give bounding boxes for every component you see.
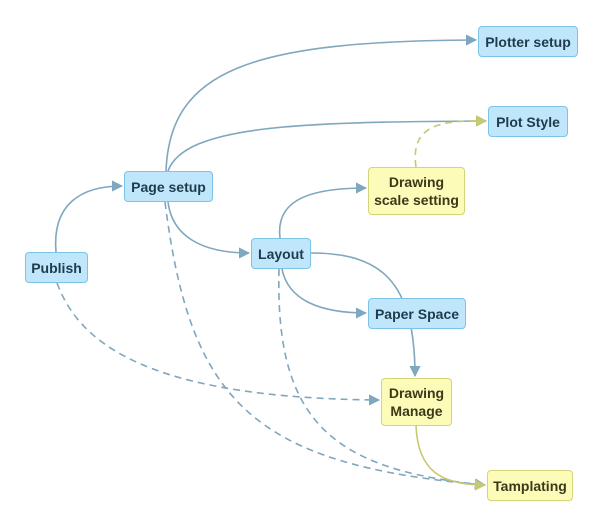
node-paper-space-label: Paper Space: [374, 305, 460, 322]
node-drawing-scale-setting[interactable]: Drawing scale setting: [368, 167, 465, 215]
node-drawing-manage[interactable]: Drawing Manage: [381, 378, 452, 426]
edge-publish-to-drawing-manage: [56, 282, 381, 406]
node-drawing-manage-label-line2: Manage: [390, 403, 443, 419]
node-page-setup[interactable]: Page setup: [124, 171, 213, 202]
node-tamplating[interactable]: Tamplating: [487, 470, 573, 501]
edge-layout-to-tamplating: [278, 268, 487, 490]
node-layout-label: Layout: [258, 245, 304, 262]
node-paper-space[interactable]: Paper Space: [368, 298, 466, 329]
node-drawing-scale-label-line1: Drawing: [388, 174, 445, 190]
edge-layout-to-drawing-scale: [278, 182, 368, 239]
node-plotter-setup[interactable]: Plotter setup: [478, 26, 578, 57]
edge-publish-to-page-setup: [54, 180, 124, 253]
node-plotter-setup-label: Plotter setup: [485, 33, 571, 50]
node-plot-style[interactable]: Plot Style: [488, 106, 568, 137]
node-drawing-manage-label-line1: Drawing: [388, 385, 445, 401]
node-drawing-scale-label-line2: scale setting: [374, 192, 459, 208]
node-tamplating-label: Tamplating: [493, 477, 567, 494]
edge-page-setup-to-plot-style: [167, 115, 488, 172]
node-plot-style-label: Plot Style: [496, 113, 560, 130]
node-layout[interactable]: Layout: [251, 238, 311, 269]
node-publish[interactable]: Publish: [25, 252, 88, 283]
edge-drawing-scale-to-plot-style: [414, 115, 488, 168]
edge-layout-to-drawing-manage: [310, 252, 421, 378]
node-publish-label: Publish: [31, 259, 82, 276]
edge-layout-to-paper-space: [281, 268, 368, 319]
node-page-setup-label: Page setup: [131, 178, 206, 195]
edge-page-setup-to-layout: [167, 201, 251, 259]
edge-page-setup-to-plotter-setup: [165, 34, 478, 172]
edge-drawing-manage-to-tamplating: [415, 425, 487, 491]
edge-page-setup-to-tamplating: [164, 201, 487, 490]
